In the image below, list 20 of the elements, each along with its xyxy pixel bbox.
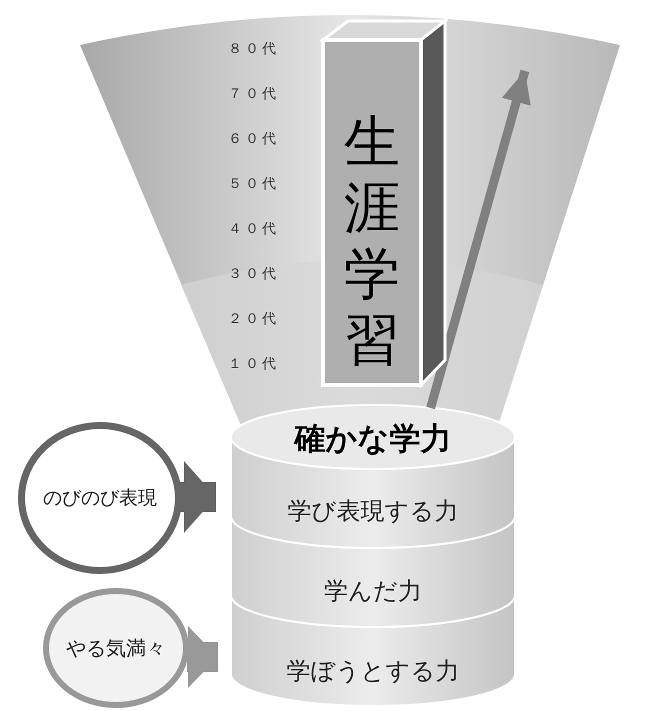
block-arrow bbox=[187, 626, 218, 688]
layer-label: 学び表現する力 bbox=[286, 496, 460, 527]
age-label: ４０代 bbox=[228, 220, 279, 238]
age-label: ５０代 bbox=[228, 175, 279, 193]
age-label: １０代 bbox=[228, 355, 279, 373]
oval-label: やる気満々 bbox=[65, 635, 167, 662]
pillar-label: 生涯学習 bbox=[343, 110, 401, 374]
layer-label: 学んだ力 bbox=[323, 576, 423, 607]
age-label: ８０代 bbox=[228, 40, 279, 58]
arrow bbox=[426, 70, 531, 410]
age-label: ３０代 bbox=[228, 265, 279, 283]
layer-label: 学ぼうとする力 bbox=[286, 656, 460, 687]
age-label: ２０代 bbox=[228, 310, 279, 328]
oval-label: のびのび表現 bbox=[42, 486, 158, 511]
oval bbox=[18, 422, 182, 574]
oval bbox=[43, 588, 189, 708]
age-label: ７０代 bbox=[228, 85, 279, 103]
age-label: ６０代 bbox=[228, 130, 279, 148]
layer-label: 確かな学力 bbox=[292, 420, 452, 459]
block-arrow bbox=[180, 461, 216, 533]
